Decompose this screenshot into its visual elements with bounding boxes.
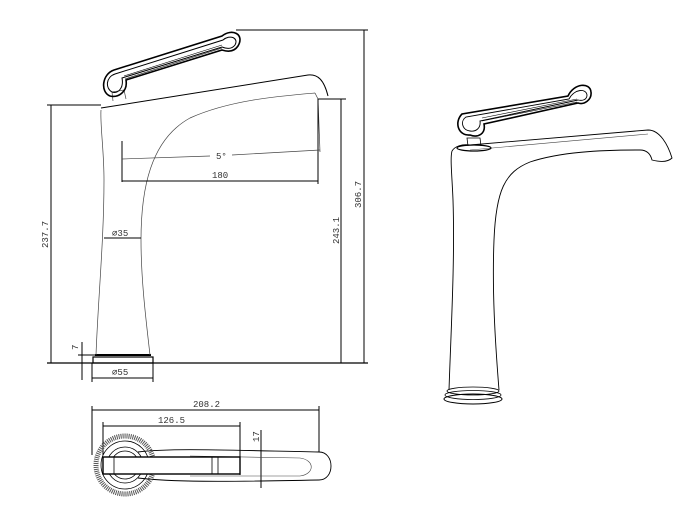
base-ring bbox=[92, 356, 154, 364]
side-view: 180 5° ∅35 ∅55 7 237.7 243.1 306.7 bbox=[41, 29, 368, 382]
dim-243-label: 243.1 bbox=[332, 217, 342, 244]
iso-body-left bbox=[448, 150, 454, 391]
dim-180-label: 180 bbox=[212, 171, 228, 181]
dim-angle-line-left bbox=[121, 155, 211, 160]
iso-body-right bbox=[492, 149, 641, 391]
handle-lever bbox=[102, 31, 241, 98]
dim-angle-label: 5° bbox=[216, 152, 227, 162]
iso-base-bottom bbox=[443, 393, 503, 405]
top-spout-outline bbox=[137, 449, 332, 482]
top-spout-inner bbox=[189, 455, 312, 477]
dim-306-label: 306.7 bbox=[354, 181, 364, 208]
dim-55-label: ∅55 bbox=[112, 368, 128, 378]
iso-top-ring bbox=[456, 144, 492, 152]
dim-17-label: 17 bbox=[252, 431, 262, 442]
dim-7-label: 7 bbox=[71, 345, 81, 350]
spout-tip bbox=[314, 92, 328, 100]
dim-126-label: 126.5 bbox=[158, 416, 185, 426]
isometric-view bbox=[443, 84, 673, 405]
dim-237-label: 237.7 bbox=[41, 221, 51, 248]
iso-base-mid bbox=[444, 390, 502, 400]
iso-spout-ridge bbox=[469, 133, 649, 151]
dim-angle-line-right bbox=[231, 149, 321, 156]
body-right-edge bbox=[140, 92, 316, 356]
spout-top bbox=[100, 74, 329, 109]
top-view: 208.2 126.5 17 bbox=[91, 400, 332, 497]
top-handle-lever bbox=[102, 456, 241, 475]
dim-35-label: ∅35 bbox=[112, 229, 128, 239]
iso-handle bbox=[457, 84, 592, 147]
iso-base-top bbox=[446, 386, 500, 396]
dim-208-label: 208.2 bbox=[193, 400, 220, 410]
body-left-edge bbox=[95, 109, 105, 356]
